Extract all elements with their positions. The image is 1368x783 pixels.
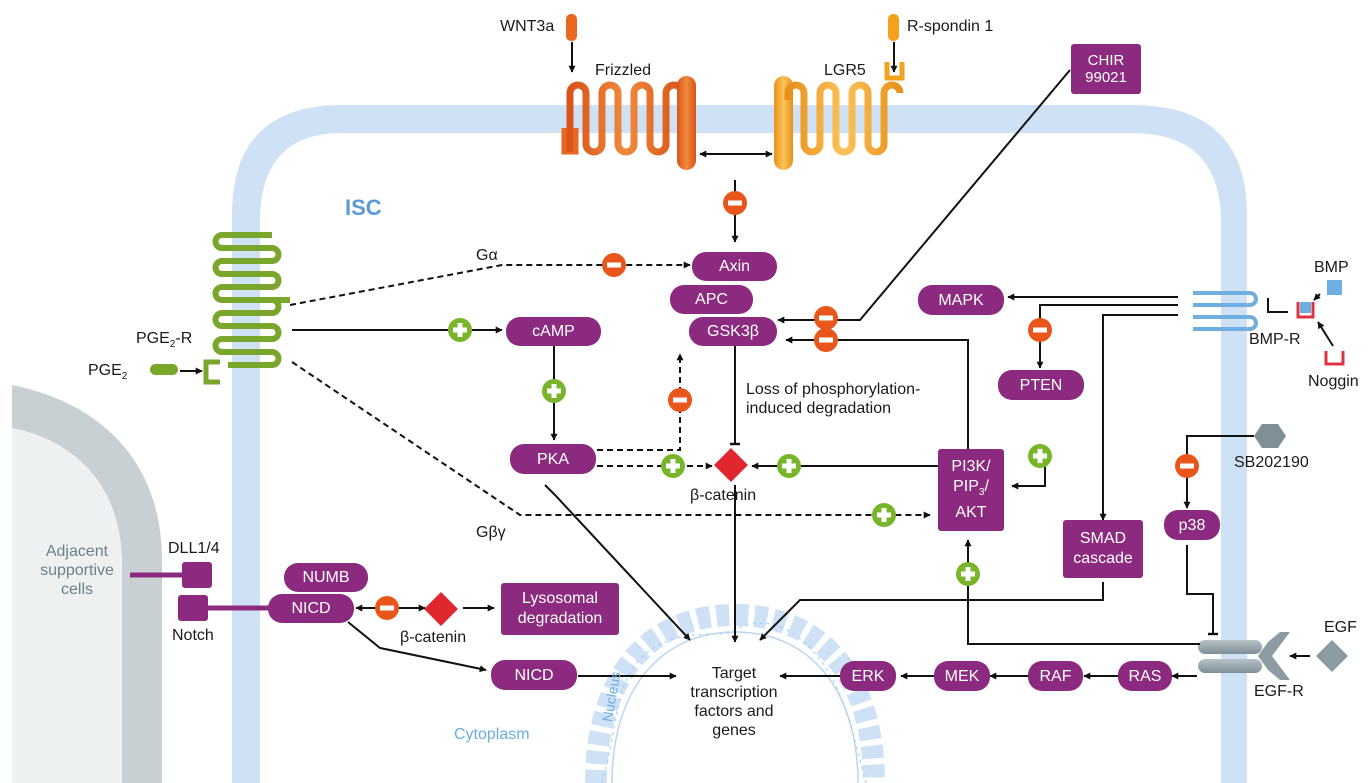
activation-signs xyxy=(448,318,1052,586)
nicd-node-1: NICD xyxy=(268,594,354,623)
sb202190-label: SB202190 xyxy=(1234,454,1309,471)
chir-line-1: CHIR xyxy=(1087,52,1125,69)
adjacent-cell-body xyxy=(12,428,122,783)
beta-catenin-notch-label: β-catenin xyxy=(400,629,467,646)
raf-node: RAF xyxy=(1028,661,1083,691)
pge2-text: PGE xyxy=(88,362,122,379)
dll-label: DLL1/4 xyxy=(168,540,220,557)
bmpr-label: BMP-R xyxy=(1249,331,1301,348)
frizzled-label: Frizzled xyxy=(595,62,652,79)
pten-node: PTEN xyxy=(998,370,1084,400)
pge2r-subscript: 2 xyxy=(169,339,176,351)
pi3k-line-1: PI3K/ xyxy=(951,457,991,475)
cytoplasm-label: Cytoplasm xyxy=(454,726,530,743)
pge2-receptor xyxy=(150,232,290,385)
mek-node: MEK xyxy=(934,661,990,691)
adjacent-cell-membrane xyxy=(12,385,162,783)
target-line-4: genes xyxy=(712,722,756,739)
pge2r-label: PGE2-R xyxy=(136,329,192,354)
pi3k-subscript: 3 xyxy=(978,487,985,499)
pge2-subscript: 2 xyxy=(121,371,128,383)
pka-node: PKA xyxy=(510,444,596,474)
smad-line-1: SMAD xyxy=(1079,530,1127,547)
mapk-node: MAPK xyxy=(918,285,1004,315)
axin-node: Axin xyxy=(692,252,777,281)
adjacent-line-1: Adjacent xyxy=(45,543,109,560)
bmp-receptor xyxy=(1193,280,1345,366)
nicd-node-2: NICD xyxy=(491,660,577,690)
loss-line-1: Loss of phosphorylation- xyxy=(746,381,921,398)
pi3k-pip3-akt-box: PI3K/PIP3/ AKT xyxy=(938,449,1004,531)
pge2r-text: PGE xyxy=(136,330,170,347)
pge2r-suffix: -R xyxy=(175,330,193,347)
lysosomal-degradation-box: Lysosomal degradation xyxy=(501,583,619,635)
lgr5-receptor xyxy=(774,14,905,170)
target-line-1: Target xyxy=(711,665,757,682)
smad-line-2: cascade xyxy=(1073,550,1133,567)
inhibition-signs xyxy=(375,191,1199,620)
lgr5-label: LGR5 xyxy=(824,62,866,79)
ras-node: RAS xyxy=(1118,661,1172,691)
bmp-label: BMP xyxy=(1314,259,1349,276)
egf-receptor xyxy=(1198,632,1348,680)
gbetagamma-label: Gβγ xyxy=(476,524,506,541)
egfr-label: EGF-R xyxy=(1254,683,1304,700)
noggin-label: Noggin xyxy=(1308,373,1359,390)
chir-line-2: 99021 xyxy=(1085,69,1127,86)
notch-label: Notch xyxy=(172,627,214,644)
smad-cascade-box: SMAD cascade xyxy=(1063,520,1143,578)
gsk3b-node: GSK3β xyxy=(689,317,777,346)
pi3k-pip: PIP xyxy=(953,477,979,495)
numb-node: NUMB xyxy=(284,563,368,592)
loss-line-2: induced degradation xyxy=(746,400,892,417)
sb202190-hexagon xyxy=(1254,424,1286,448)
lyso-line-2: degradation xyxy=(517,610,603,627)
target-genes-label: Target transcription factors and genes xyxy=(668,664,800,740)
galpha-label: Gα xyxy=(476,247,498,264)
p38-node: p38 xyxy=(1164,510,1220,540)
adjacent-line-3: cells xyxy=(60,581,93,598)
pi3k-slash: / xyxy=(984,477,989,495)
frizzled-receptor xyxy=(561,14,696,170)
pi3k-line-3: AKT xyxy=(955,504,987,522)
loss-of-phosphorylation-label: Loss of phosphorylation- induced degrada… xyxy=(746,380,920,418)
adjacent-line-2: supportive xyxy=(40,562,114,579)
pge2-label: PGE2 xyxy=(88,361,127,386)
rspondin-label: R-spondin 1 xyxy=(907,18,994,35)
erk-node: ERK xyxy=(840,661,896,691)
camp-node: cAMP xyxy=(506,317,601,346)
pathway-arrows xyxy=(180,42,1334,680)
isc-label: ISC xyxy=(345,195,382,220)
target-line-2: transcription xyxy=(690,684,778,701)
lyso-line-1: Lysosomal xyxy=(522,590,598,607)
target-line-3: factors and xyxy=(694,703,774,720)
beta-catenin-diamond xyxy=(714,448,748,482)
apc-node: APC xyxy=(670,285,753,314)
wnt3a-label: WNT3a xyxy=(500,18,555,35)
beta-catenin-label: β-catenin xyxy=(690,487,757,504)
notch-dll xyxy=(130,562,270,621)
beta-catenin-diamond-notch xyxy=(424,592,458,626)
adjacent-cells-label: Adjacent supportive cells xyxy=(22,542,132,599)
egf-label: EGF xyxy=(1324,619,1357,636)
